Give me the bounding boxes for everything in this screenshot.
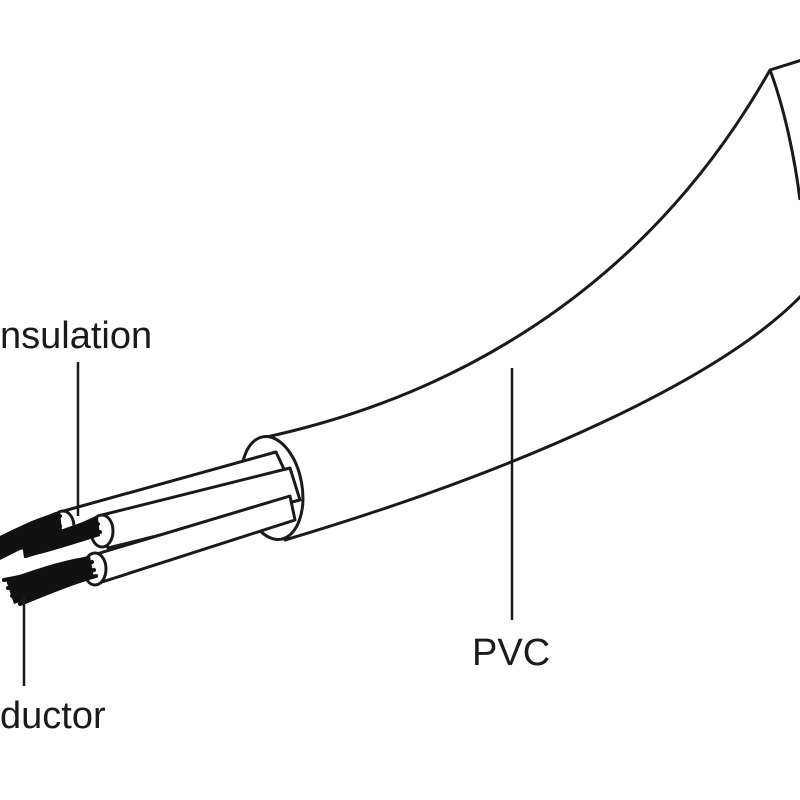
pvc-edge-highlight (768, 69, 800, 201)
label-conductor: ductor (0, 695, 106, 737)
leader-lines (22, 362, 514, 686)
label-insulation: nsulation (0, 315, 152, 357)
pvc-jacket (239, 59, 800, 542)
conductor-strand-mass (0, 512, 100, 604)
label-pvc: PVC (472, 632, 550, 674)
